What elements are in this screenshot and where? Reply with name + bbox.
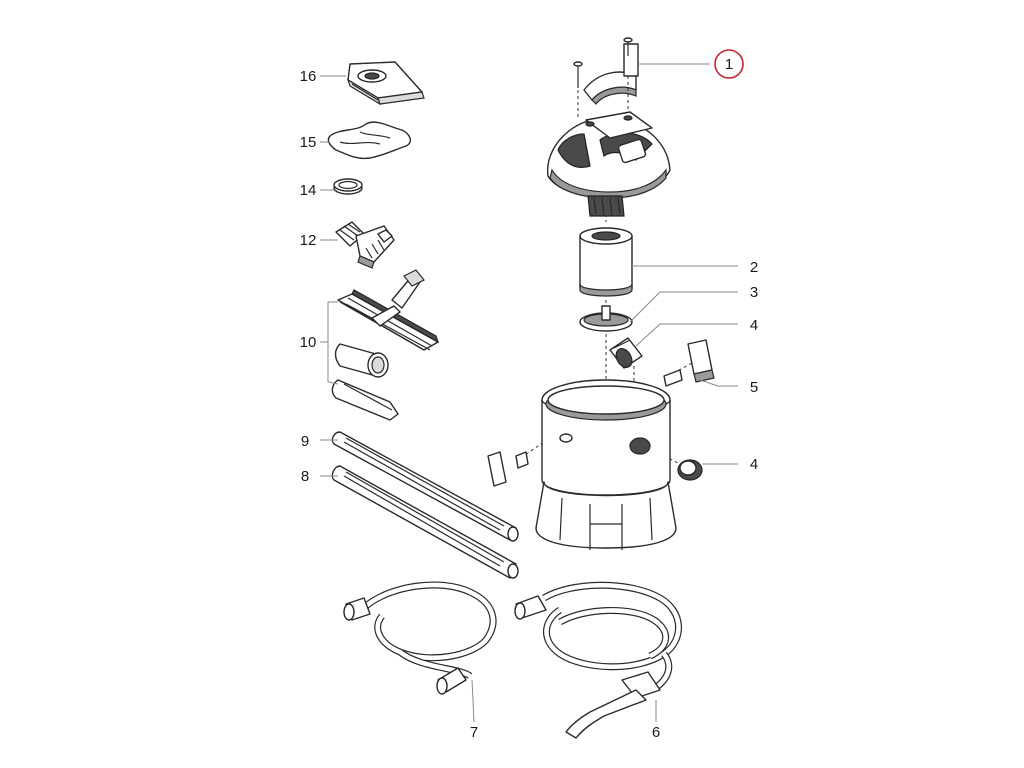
callout-12: 12 [300, 232, 317, 249]
part-6-hose-with-elbow [514, 581, 682, 739]
part-15-filter-cloth [327, 121, 412, 160]
part-16-filter-bag [346, 61, 425, 106]
callout-14: 14 [300, 182, 317, 199]
side-latch-left [487, 451, 529, 487]
callout-5: 5 [750, 379, 758, 396]
part-1-handle [573, 37, 639, 105]
part-10-floor-tool [331, 269, 440, 421]
part-12-upholstery-nozzle [335, 221, 395, 269]
part-7-suction-hose [343, 581, 497, 695]
callout-9: 9 [301, 433, 309, 450]
callout-10: 10 [300, 334, 317, 351]
part-5-latch [663, 339, 715, 387]
callout-2: 2 [750, 259, 758, 276]
callout-4-lower: 4 [750, 456, 758, 473]
callout-6: 6 [652, 724, 660, 741]
part-8-suction-tube [331, 465, 519, 579]
callout-1-highlight-circle [714, 49, 744, 79]
part-9-suction-tube [331, 431, 519, 542]
part-14-ring [333, 178, 363, 195]
callout-labels: 1 2 3 4 4 5 6 7 8 9 10 12 14 15 16 [300, 49, 758, 741]
callout-8: 8 [301, 468, 309, 485]
callout-4-upper: 4 [750, 317, 758, 334]
container [535, 379, 677, 550]
callout-15: 15 [300, 134, 317, 151]
callout-7: 7 [470, 724, 478, 741]
part-2-filter-cartridge [579, 227, 633, 297]
part-4-plug [677, 459, 703, 481]
callout-1: 1 [725, 56, 733, 73]
motor-head [546, 111, 671, 217]
callout-16: 16 [300, 68, 317, 85]
part-3-float-disk [579, 305, 633, 332]
leader-lines [320, 63, 738, 723]
callout-3: 3 [750, 284, 758, 301]
part-4-connector [609, 337, 643, 369]
